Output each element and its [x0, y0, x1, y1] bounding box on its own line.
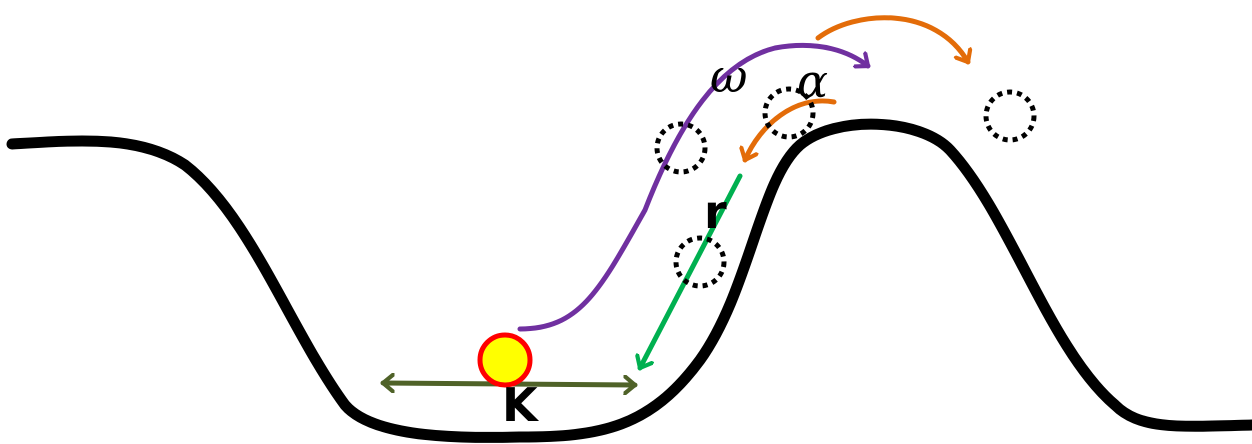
ghost-ball-1	[654, 121, 708, 175]
alpha-arrow-small	[745, 98, 837, 163]
omega-label: ω	[710, 49, 748, 103]
ghost-ball-2	[673, 235, 727, 289]
ghost-ball-4	[983, 89, 1037, 143]
k-label: K	[502, 378, 540, 432]
r-arrow	[640, 173, 743, 371]
alpha-label: α	[797, 54, 828, 108]
alpha-arrow-top	[815, 15, 968, 65]
landscape-curve	[6, 118, 1252, 443]
ball	[477, 332, 533, 388]
ghost-ball-3	[762, 86, 816, 140]
omega-arrow	[517, 43, 871, 332]
r-label: r	[704, 185, 727, 239]
